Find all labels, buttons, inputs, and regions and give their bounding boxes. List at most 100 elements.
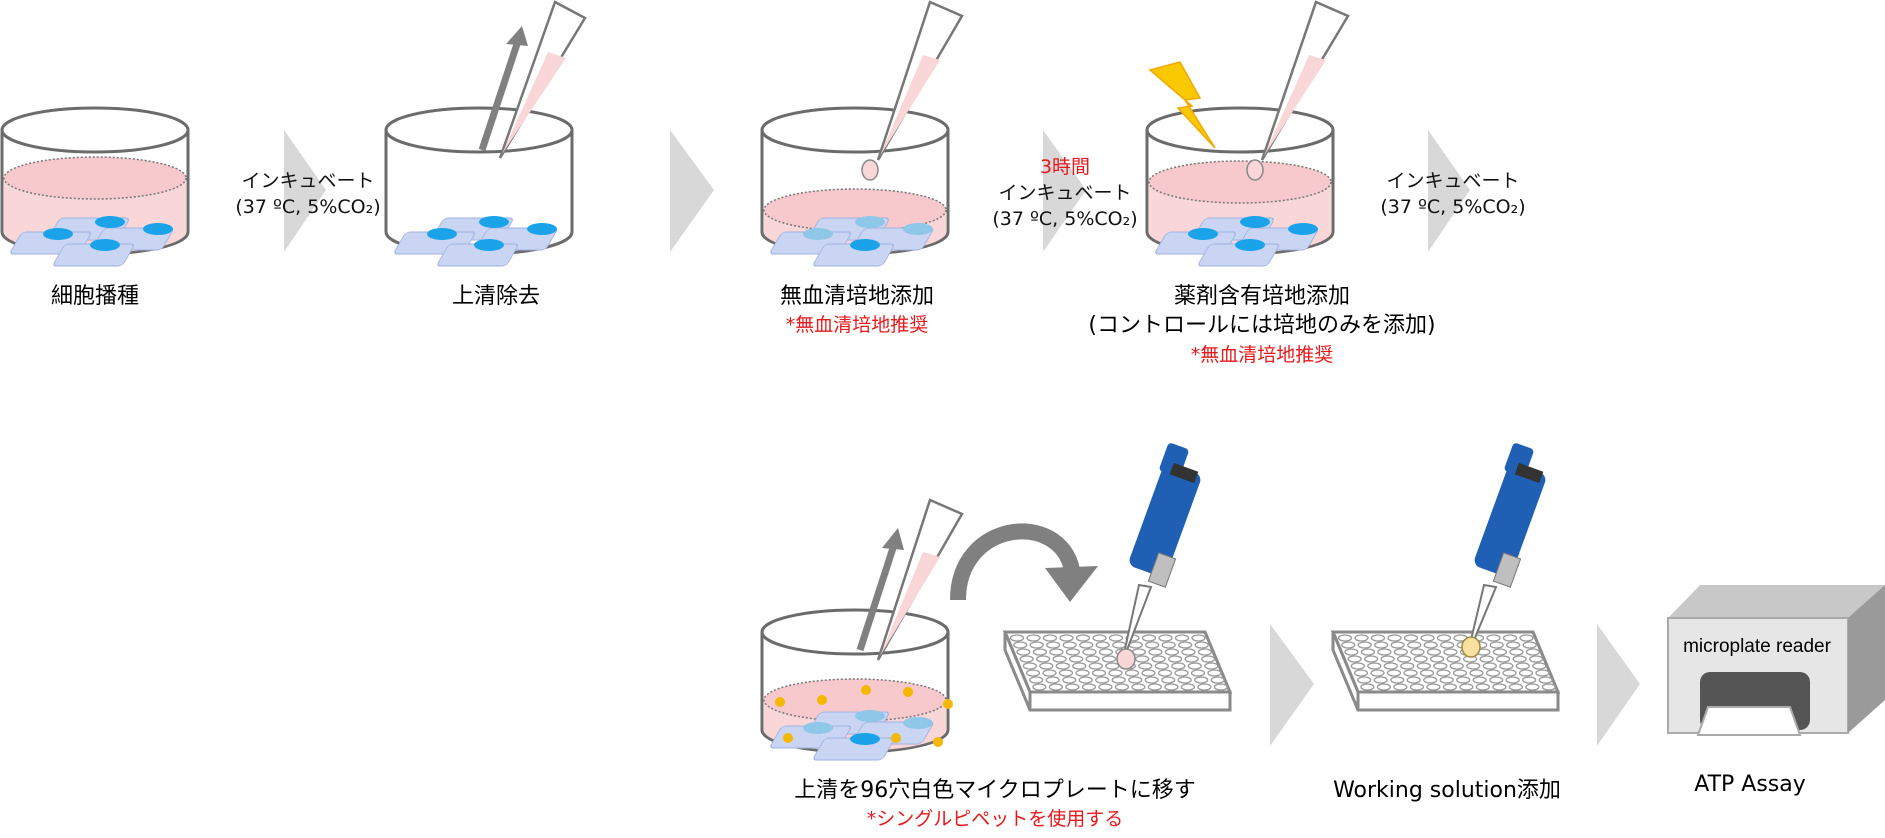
well [1413, 655, 1428, 663]
well [1161, 676, 1176, 684]
dish-drug [1145, 106, 1335, 267]
well [1081, 683, 1097, 691]
well [1042, 634, 1058, 642]
step-note-drug: *無血清培地推奨 [1190, 344, 1334, 366]
well [1360, 648, 1376, 656]
well [1101, 655, 1117, 663]
well [1065, 648, 1081, 656]
step-label-drug: 薬剤含有培地添加 [1173, 284, 1351, 309]
well [1095, 641, 1110, 649]
well [1403, 634, 1419, 642]
well [1157, 669, 1173, 677]
arrow-chevron [1597, 624, 1640, 746]
well [1376, 683, 1392, 691]
step-label-transfer: 上清を96穴白色マイクロプレートに移す [794, 778, 1196, 803]
incubation-line2: (37 ºC, 5%CO₂) [992, 208, 1138, 230]
well [1029, 676, 1044, 684]
well [1475, 683, 1491, 691]
well [1407, 641, 1422, 649]
well [1505, 676, 1520, 684]
well [1489, 641, 1504, 649]
well [1426, 648, 1442, 656]
well [1065, 683, 1080, 691]
step-label-seeding: 細胞播種 [50, 284, 140, 309]
well [1062, 641, 1077, 649]
well [1410, 648, 1425, 656]
well [1075, 669, 1090, 677]
droplet-yellow [1461, 636, 1481, 658]
well [1042, 669, 1057, 677]
well [1082, 648, 1097, 656]
well [1098, 648, 1114, 656]
well [1354, 634, 1369, 642]
arrow-chevron [284, 130, 326, 252]
well [1456, 676, 1471, 684]
well [1466, 662, 1481, 670]
well [1436, 669, 1451, 677]
well [1167, 655, 1183, 663]
well [1522, 641, 1537, 649]
well [1197, 648, 1213, 656]
step-label-serum-free: 無血清培地添加 [779, 284, 935, 309]
well [1535, 669, 1550, 677]
well [1502, 634, 1518, 642]
well [1459, 683, 1474, 691]
well [1344, 648, 1359, 656]
arrow-chevron [670, 130, 714, 252]
well [1078, 676, 1093, 684]
well [1035, 655, 1051, 663]
well [1190, 669, 1206, 677]
well [1374, 641, 1389, 649]
well [1525, 648, 1541, 656]
well [1341, 641, 1356, 649]
well [1032, 648, 1048, 656]
well [1443, 648, 1458, 656]
well [1164, 683, 1179, 691]
cell-nucleus [95, 216, 125, 228]
well-plate [1003, 630, 1232, 712]
well [1472, 676, 1487, 684]
well [1390, 676, 1405, 684]
well [1525, 683, 1540, 691]
well [1337, 634, 1353, 642]
well [1423, 676, 1438, 684]
well [1013, 641, 1028, 649]
well [1194, 641, 1209, 649]
well [1046, 641, 1061, 649]
well [1486, 634, 1501, 642]
well [1502, 669, 1517, 677]
well [1191, 634, 1206, 642]
well [1390, 641, 1405, 649]
well [1204, 662, 1219, 670]
well [1370, 669, 1385, 677]
well [1360, 683, 1375, 691]
well-plate [1331, 630, 1560, 712]
well [1440, 641, 1455, 649]
arrow-chevron [1428, 130, 1470, 252]
well [1436, 634, 1452, 642]
pipette-tip [1246, 0, 1350, 181]
arrow-chevron [1043, 130, 1086, 252]
well [1048, 683, 1064, 691]
step-label-drug-control: (コントロールには培地のみを添加) [1088, 313, 1436, 338]
well [1092, 634, 1107, 642]
well [1052, 655, 1067, 663]
well [1029, 641, 1044, 649]
well [1207, 669, 1222, 677]
well [1386, 669, 1402, 677]
well [1439, 676, 1454, 684]
well [1538, 676, 1553, 684]
well [1068, 655, 1084, 663]
well [1522, 676, 1537, 684]
well [1515, 662, 1530, 670]
well [1055, 662, 1070, 670]
well [1079, 641, 1094, 649]
well [1485, 669, 1501, 677]
well [1085, 655, 1100, 663]
incubation-line1: インキュベート [998, 182, 1132, 204]
microplate-reader-label: microplate reader [1683, 636, 1831, 657]
well [1396, 655, 1412, 663]
well [1489, 676, 1504, 684]
well [1363, 655, 1379, 663]
incubation-condition-2: 3時間 インキュベート (37 ºC, 5%CO₂) [992, 154, 1137, 232]
